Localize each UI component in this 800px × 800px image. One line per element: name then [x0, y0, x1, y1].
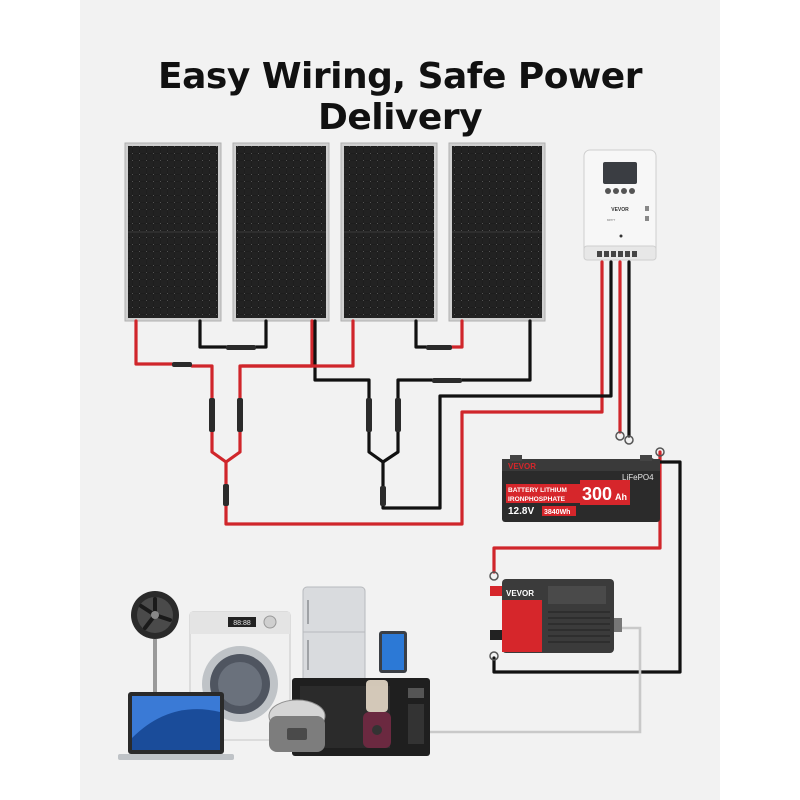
- controller-brand: VEVOR: [611, 207, 629, 213]
- fan: [131, 591, 179, 699]
- mc4-connector: [237, 398, 243, 432]
- ring-terminal: [489, 651, 499, 661]
- mc4-connector: [366, 398, 372, 432]
- mc4-connector: [209, 398, 215, 432]
- mc4-connector: [395, 398, 401, 432]
- power-inverter: VEVOR: [490, 579, 622, 653]
- battery-energy: 3840Wh: [544, 509, 570, 516]
- laptop: [118, 692, 234, 760]
- ac-output-wire: [380, 626, 642, 734]
- battery-brand: VEVOR: [508, 462, 536, 471]
- charge-controller: VEVOR MPPT: [583, 149, 657, 261]
- controller-button: [605, 188, 611, 194]
- controller-button: [621, 188, 627, 194]
- battery-label-line1: BATTERY LITHIUM: [508, 487, 567, 494]
- rice-cooker: [268, 699, 326, 752]
- battery-voltage: 12.8V: [508, 506, 534, 517]
- battery-label-line2: IRONPHOSPHATE: [508, 496, 566, 503]
- page-title: Easy Wiring, Safe Power Delivery: [158, 56, 642, 138]
- controller-button: [613, 188, 619, 194]
- controller-button: [629, 188, 635, 194]
- blender: [363, 680, 391, 748]
- controller-screen: [603, 162, 637, 184]
- battery-capacity-unit: Ah: [615, 492, 627, 502]
- solar-panel-4: [448, 142, 546, 322]
- battery-chemistry: LiFePO4: [622, 473, 654, 482]
- mc4-connector: [226, 345, 256, 350]
- washer-dial: [263, 615, 277, 629]
- solar-panel-2: [232, 142, 330, 322]
- lifepo4-battery: VEVOR LiFePO4 BATTERY LITHIUM IRONPHOSPH…: [502, 455, 660, 522]
- inverter-ac-outlet: [614, 618, 622, 632]
- mc4-connector: [172, 362, 192, 367]
- mc4-connector: [380, 486, 386, 506]
- mc4-connector: [426, 345, 452, 350]
- inverter-brand: VEVOR: [506, 589, 534, 598]
- inverter-positive-terminal: [490, 586, 502, 596]
- ring-terminal: [615, 431, 625, 441]
- battery-capacity: 300: [582, 484, 612, 504]
- inverter-negative-terminal: [490, 630, 502, 640]
- ring-terminal: [489, 571, 499, 581]
- mc4-connector: [223, 484, 229, 506]
- controller-model: MPPT: [607, 218, 616, 222]
- washer-display: 88:88: [233, 620, 251, 627]
- usb-port: [645, 216, 649, 221]
- ring-terminal: [655, 447, 665, 457]
- tablet: [379, 631, 407, 673]
- panel-wiring: [134, 260, 682, 674]
- ring-terminal: [624, 435, 634, 445]
- usb-port: [645, 206, 649, 211]
- refrigerator: [302, 586, 366, 698]
- solar-panel-1: [124, 142, 222, 322]
- mc4-connector: [432, 378, 462, 383]
- mc4-connectors: [172, 345, 462, 506]
- solar-panel-3: [340, 142, 438, 322]
